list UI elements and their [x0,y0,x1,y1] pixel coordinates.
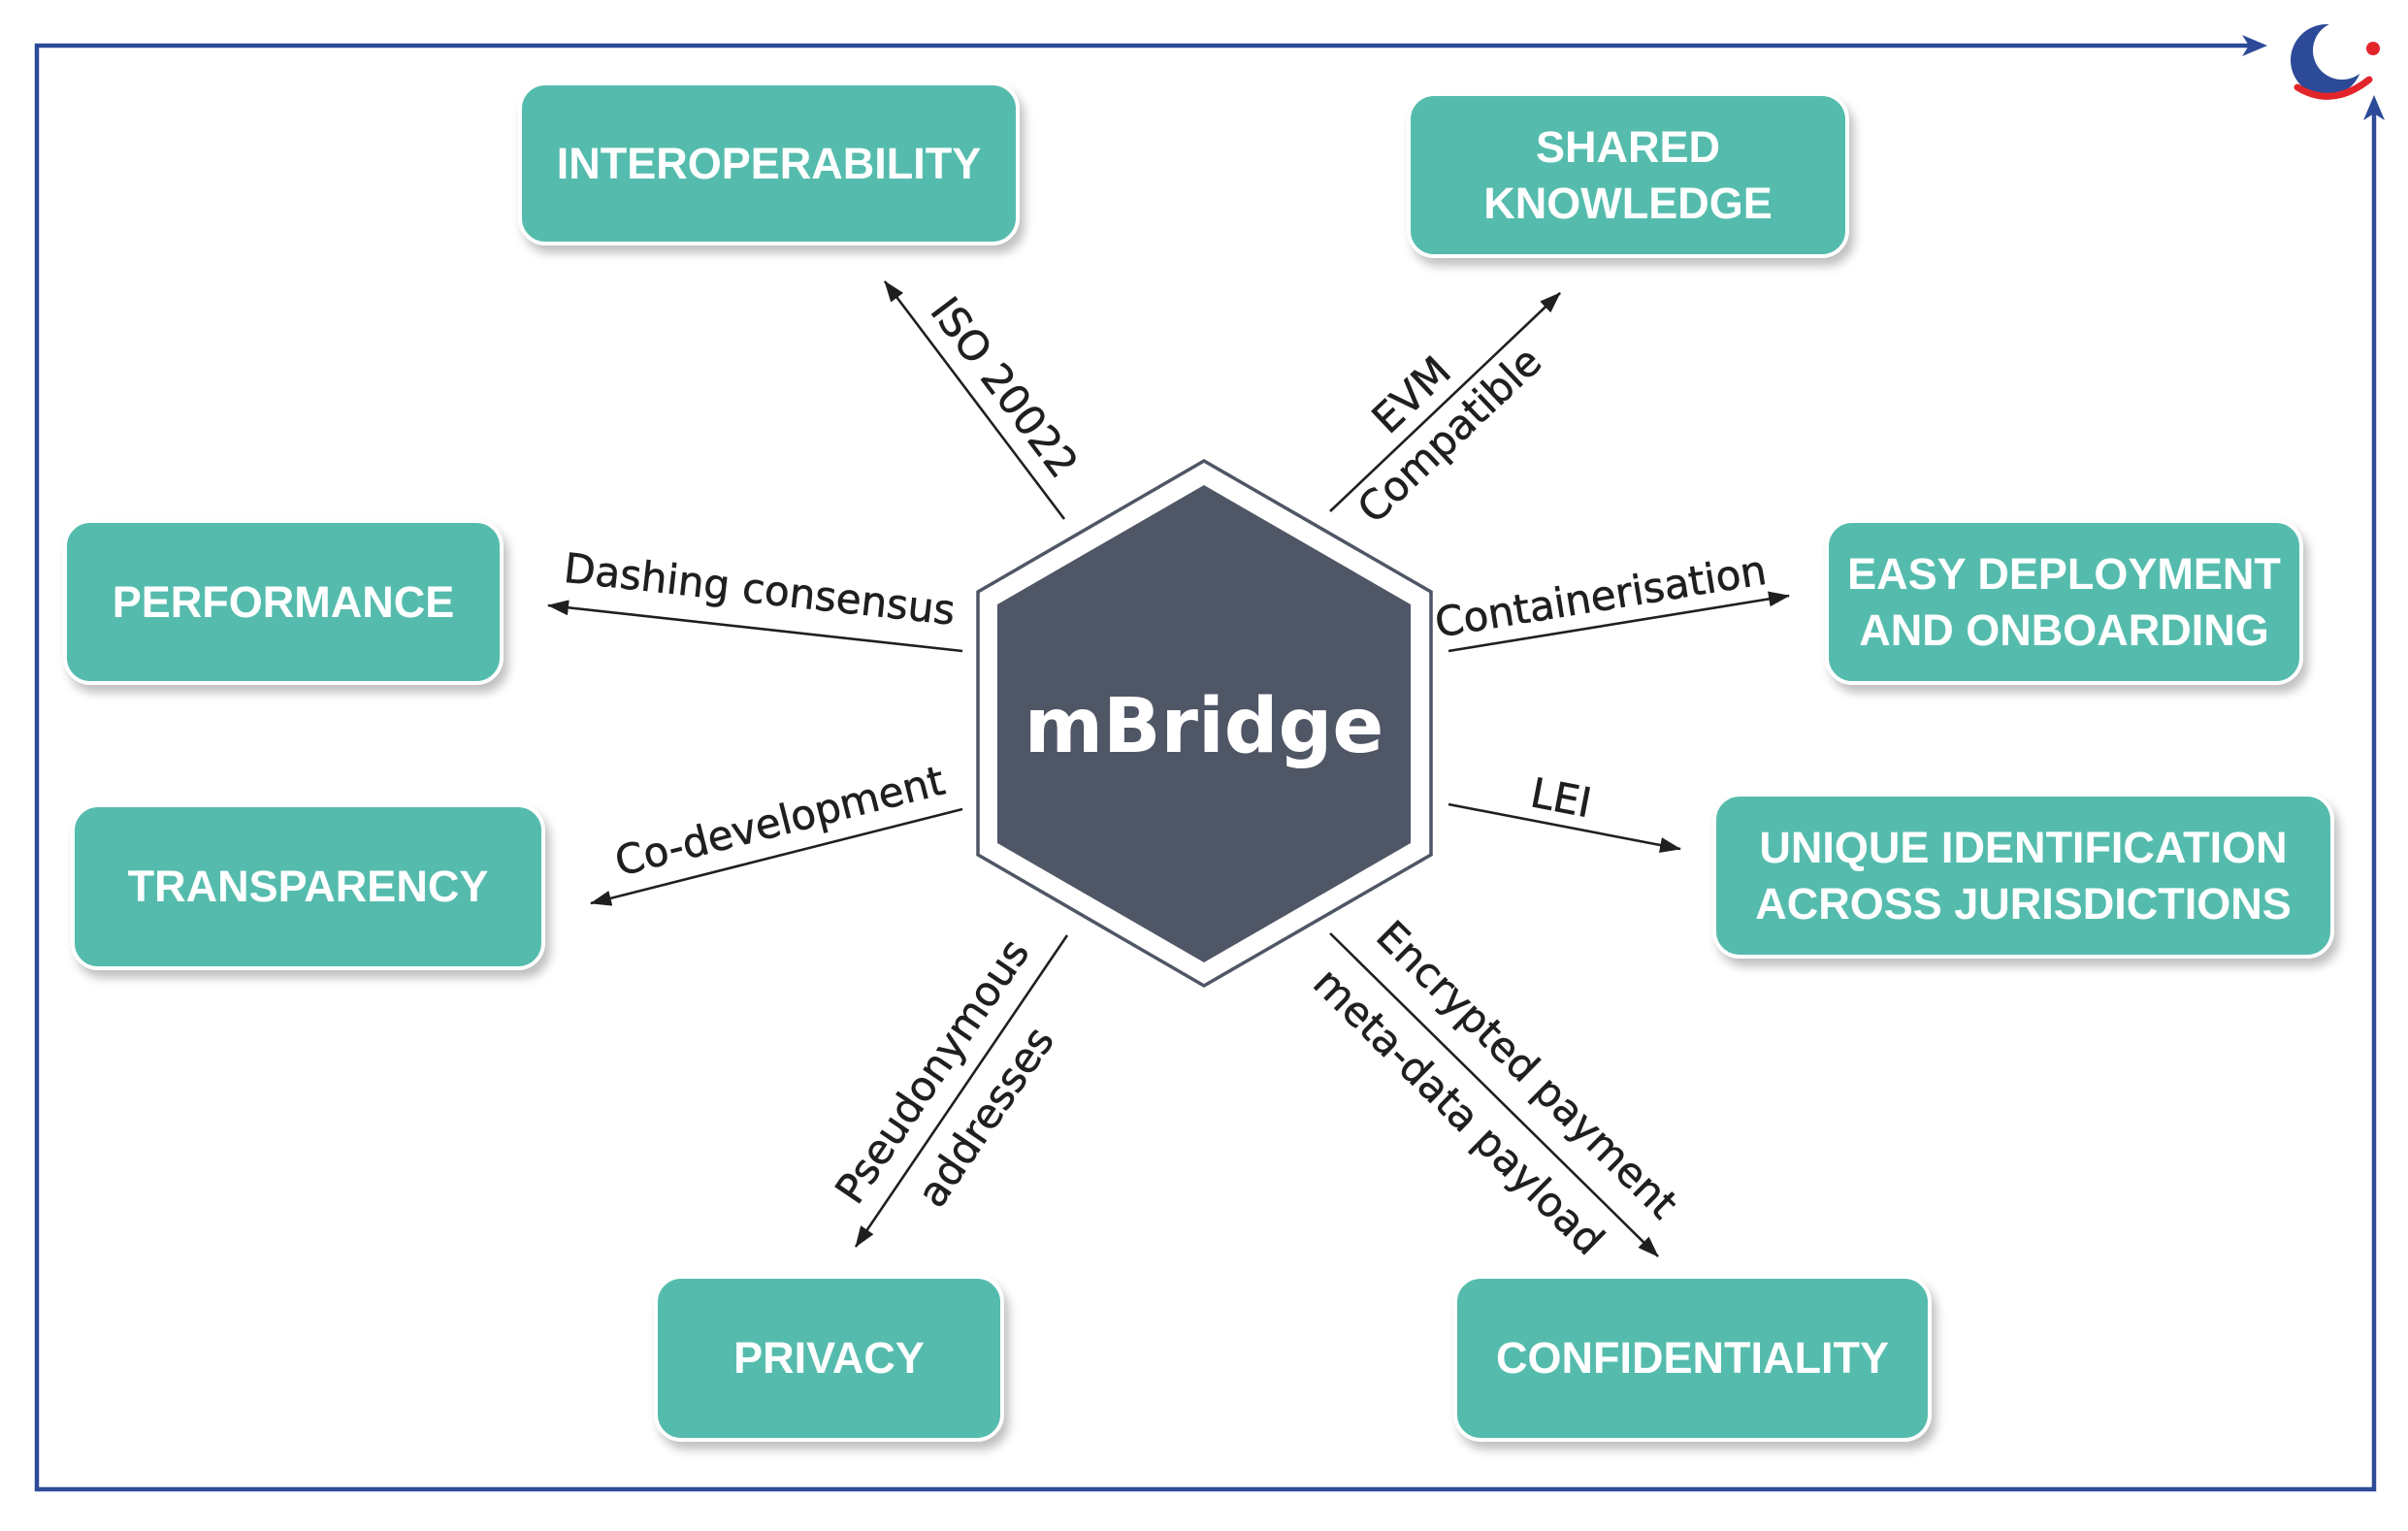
label-group-transparency: Co-development [610,756,950,886]
node-confidentiality: CONFIDENTIALITY [1453,1275,1932,1442]
label-group-confidentiality: Encrypted payment meta-data payload [1304,911,1687,1264]
frame-border [34,43,2377,1492]
arrow-up-icon [2363,95,2385,120]
node-label: AND ONBOARDING [1859,604,2269,655]
node-unique-identification: UNIQUE IDENTIFICATION ACROSS JURISDICTIO… [1712,793,2334,959]
center-label: mBridge [1025,683,1384,770]
arrow-to-confidentiality [1329,932,1659,1257]
frame [34,35,2385,1492]
logo-red-dot [2366,42,2380,55]
node-performance: PERFORMANCE [63,519,504,685]
node-shared-knowledge: SHARED KNOWLEDGE [1407,92,1849,258]
node-label: EASY DEPLOYMENT [1847,548,2281,599]
arrow-label: Dashing consensus [562,544,958,635]
node-label: ACROSS JURISDICTIONS [1755,878,2292,928]
node-interoperability: INTEROPERABILITY [518,81,1020,245]
arrow-to-interoperability [883,280,1066,520]
node-label: PERFORMANCE [112,576,455,627]
label-group-easy-deployment: Containerisation [1431,546,1770,647]
hexagon-core [997,485,1411,962]
arrow-to-privacy [854,934,1069,1248]
logo-swoosh [2313,21,2371,80]
label-group-unique-identification: LEI [1527,768,1596,828]
arrow-to-unique-identification [1448,802,1681,853]
arrow-label: Containerisation [1432,546,1770,647]
hub: mBridge [976,458,1433,989]
arrow-label: Co-development [610,757,949,886]
arrow-label: LEI [1527,768,1595,827]
arrow-to-transparency [590,807,963,906]
arrow-label: Compatible [1349,338,1550,533]
logo-red-arc [2294,76,2373,100]
node-easy-deployment: EASY DEPLOYMENT AND ONBOARDING [1825,519,2303,685]
node-label: UNIQUE IDENTIFICATION [1759,822,2288,872]
arrow-to-shared-knowledge [1329,292,1561,512]
logo-icon [2291,21,2380,100]
arrow-to-performance [547,600,963,653]
node-transparency: TRANSPARENCY [71,803,545,970]
node-label: PRIVACY [733,1333,925,1383]
node-label: SHARED [1535,121,1721,172]
node-label: TRANSPARENCY [127,862,489,911]
arrow-to-easy-deployment [1448,591,1790,653]
node-label: INTEROPERABILITY [556,138,982,188]
arrow-right-icon [2242,35,2267,56]
arrow-label: ISO 20022 [922,288,1088,486]
node-label: CONFIDENTIALITY [1496,1333,1889,1383]
node-label: KNOWLEDGE [1483,178,1773,228]
node-privacy: PRIVACY [654,1275,1004,1442]
label-group-interoperability: ISO 20022 [921,288,1088,487]
arrows [547,280,1790,1257]
label-group-performance: Dashing consensus [562,543,959,635]
